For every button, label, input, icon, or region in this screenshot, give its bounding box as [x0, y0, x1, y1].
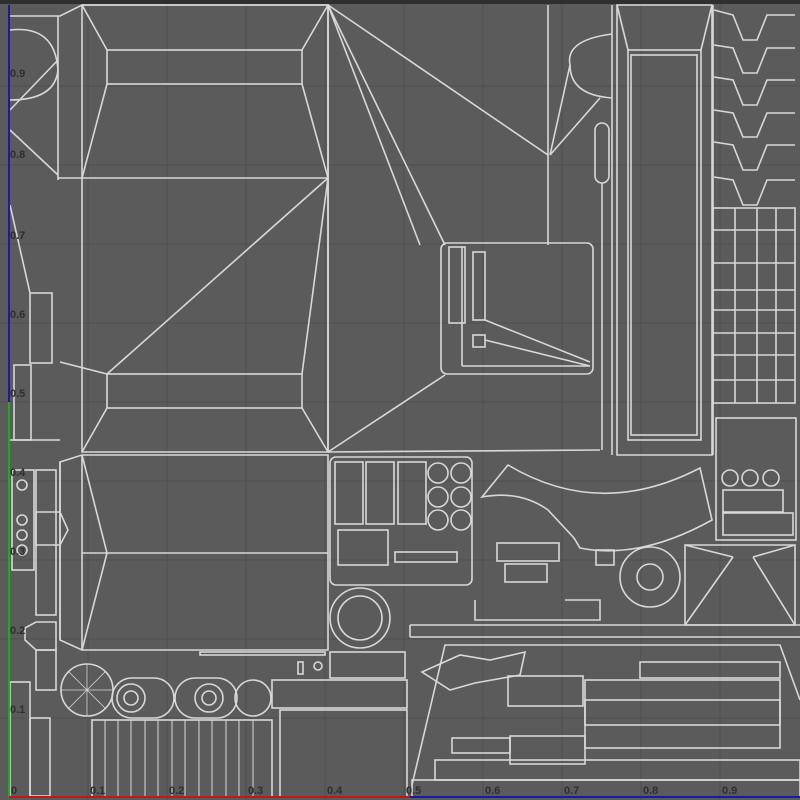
v-tick-6: 0.6: [10, 309, 26, 321]
spoke-stack: [713, 9, 795, 206]
viewport-top-border: [0, 0, 800, 4]
v-tick-1: 0.1: [10, 704, 26, 716]
v-tick-2: 0.2: [10, 625, 26, 637]
u-tick-4: 0.4: [327, 785, 343, 797]
v-tick-9: 0.9: [10, 68, 26, 80]
v-tick-5: 0.5: [10, 388, 26, 400]
v-tick-3: 0.3: [10, 546, 26, 558]
uv-wireframe: [9, 4, 800, 798]
u-tick-0: 0: [11, 785, 18, 797]
v-tick-8: 0.8: [10, 149, 26, 161]
u-tick-9: 0.9: [722, 785, 738, 797]
u-tick-6: 0.6: [485, 785, 501, 797]
v-tick-4: 0.4: [10, 467, 26, 479]
u-tick-5: 0.5: [406, 785, 422, 797]
u-tick-3: 0.3: [248, 785, 264, 797]
u-tick-2: 0.2: [169, 785, 185, 797]
u-tick-1: 0.1: [90, 785, 106, 797]
grid: [0, 5, 800, 800]
u-tick-7: 0.7: [564, 785, 580, 797]
v-tick-7: 0.7: [10, 230, 26, 242]
u-tick-8: 0.8: [643, 785, 659, 797]
